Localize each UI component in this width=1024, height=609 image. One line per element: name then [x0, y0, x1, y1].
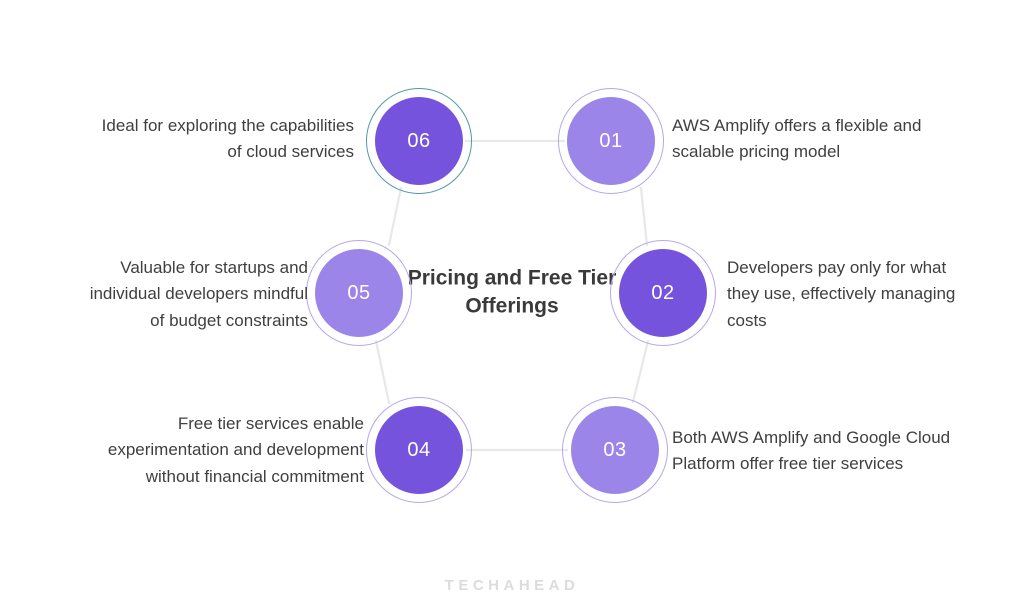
node-02-ring	[610, 240, 716, 346]
node-05[interactable]: 05	[306, 240, 412, 346]
connector-05-06	[387, 186, 403, 247]
node-03-number: 03	[603, 439, 627, 461]
node-02-label: Developers pay only for what they use, e…	[727, 258, 956, 330]
node-01[interactable]: 01	[558, 88, 664, 194]
node-05-ring	[306, 240, 412, 346]
node-05-label: Valuable for startups and individual dev…	[89, 258, 308, 330]
connector-01-02	[639, 186, 649, 247]
node-01-label: AWS Amplify offers a flexible and scalab…	[672, 116, 922, 162]
node-06[interactable]: 06	[366, 88, 472, 194]
node-03[interactable]: 03	[562, 397, 668, 503]
node-06-ring	[366, 88, 472, 194]
node-01-ring	[558, 88, 664, 194]
node-06-number: 06	[407, 130, 431, 152]
node-03-label: Both AWS Amplify and Google Cloud Platfo…	[672, 428, 951, 474]
node-04-number: 04	[407, 439, 431, 461]
node-04-label: Free tier services enable experimentatio…	[107, 414, 364, 486]
center-title: Pricing and Free Tier Offerings	[407, 266, 617, 318]
node-04-ring	[366, 397, 472, 503]
node-02-number: 02	[651, 282, 675, 304]
connector-02-03	[631, 339, 650, 404]
node-04[interactable]: 04	[366, 397, 472, 503]
node-06-label: Ideal for exploring the capabilities of …	[101, 116, 354, 162]
node-02[interactable]: 02	[610, 240, 716, 346]
brand-watermark: TECHAHEAD	[444, 577, 580, 594]
node-05-number: 05	[347, 282, 371, 304]
node-03-ring	[562, 397, 668, 503]
node-01-number: 01	[599, 130, 623, 152]
connector-04-05	[374, 339, 391, 405]
